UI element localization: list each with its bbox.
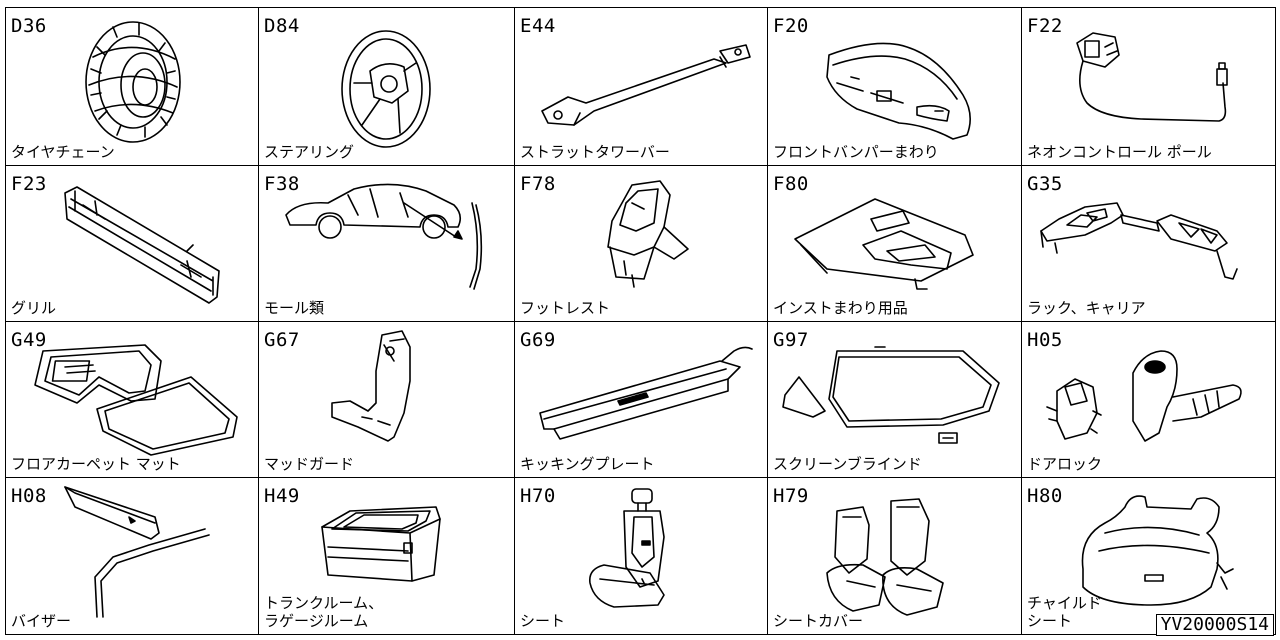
part-cell-h70[interactable]: H70 シート	[514, 477, 767, 634]
grid-h-line	[5, 634, 1276, 635]
seat-icon	[514, 477, 767, 632]
part-code: G35	[1027, 173, 1063, 195]
grid-h-line	[5, 7, 1276, 8]
front-bumper-icon	[767, 7, 1020, 162]
visor-icon	[5, 477, 258, 632]
part-cell-f78[interactable]: F78 フットレスト	[514, 165, 767, 321]
part-code: H49	[264, 485, 300, 507]
part-name: ラック、キャリア	[1027, 299, 1146, 317]
part-cell-g49[interactable]: G49 フロアカーペット マット	[5, 321, 258, 477]
child-seat-icon	[1021, 477, 1274, 632]
part-code: G67	[264, 329, 300, 351]
part-code: F20	[773, 15, 809, 37]
part-cell-g67[interactable]: G67 マッドガード	[258, 321, 514, 477]
part-code: H70	[520, 485, 556, 507]
part-name: スクリーンブラインド	[773, 455, 922, 473]
part-name: キッキングプレート	[520, 455, 655, 473]
part-code: H79	[773, 485, 809, 507]
diagram-id-label: YV20000S14	[1155, 614, 1274, 636]
part-cell-f22[interactable]: F22 ネオンコントロール ポール	[1021, 7, 1275, 165]
grid-v-line	[258, 7, 259, 635]
door-lock-icon	[1021, 321, 1274, 476]
part-name: チャイルド シート	[1027, 594, 1102, 630]
part-code: F38	[264, 173, 300, 195]
roof-rack-icon	[1021, 165, 1274, 320]
part-code: F80	[773, 173, 809, 195]
part-code: H80	[1027, 485, 1063, 507]
part-cell-f20[interactable]: F20 フロントバンパーまわり	[767, 7, 1021, 165]
grid-v-line	[514, 7, 515, 635]
part-name: バイザー	[11, 612, 72, 630]
part-name: インストまわり用品	[773, 299, 908, 317]
part-cell-h08[interactable]: H08 バイザー	[5, 477, 258, 634]
part-code: G97	[773, 329, 809, 351]
footrest-icon	[514, 165, 767, 320]
mud-guard-icon	[258, 321, 511, 476]
part-cell-g35[interactable]: G35 ラック、キャリア	[1021, 165, 1275, 321]
grid-v-line	[1021, 7, 1022, 635]
grid-h-line	[5, 477, 1276, 478]
grid-v-line	[1275, 7, 1276, 635]
steering-wheel-icon	[258, 7, 511, 162]
part-cell-g97[interactable]: G97 スクリーンブラインド	[767, 321, 1021, 477]
part-name: ステアリング	[264, 143, 355, 161]
part-name: タイヤチェーン	[11, 143, 115, 161]
part-name: フロアカーペット マット	[11, 455, 181, 473]
part-cell-f38[interactable]: F38 モール類	[258, 165, 514, 321]
part-name: シート	[520, 612, 566, 630]
part-code: F78	[520, 173, 556, 195]
trunk-tray-icon	[258, 477, 511, 632]
seat-cover-icon	[767, 477, 1020, 632]
part-cell-h79[interactable]: H79 シートカバー	[767, 477, 1021, 634]
part-name: シートカバー	[773, 612, 864, 630]
part-cell-h05[interactable]: H05 ドアロック	[1021, 321, 1275, 477]
tire-chain-icon	[5, 7, 258, 162]
part-cell-f23[interactable]: F23 グリル	[5, 165, 258, 321]
part-code: D84	[264, 15, 300, 37]
part-code: G69	[520, 329, 556, 351]
part-cell-e44[interactable]: E44 ストラットタワーバー	[514, 7, 767, 165]
part-name: ドアロック	[1027, 455, 1103, 473]
kicking-plate-icon	[514, 321, 767, 476]
neon-control-pole-icon	[1021, 7, 1274, 162]
strut-tower-bar-icon	[514, 7, 767, 162]
part-code: H05	[1027, 329, 1063, 351]
part-name: ストラットタワーバー	[520, 143, 670, 161]
part-cell-f80[interactable]: F80 インストまわり用品	[767, 165, 1021, 321]
part-code: D36	[11, 15, 47, 37]
part-cell-h80[interactable]: H80 チャイルド シート	[1021, 477, 1275, 634]
part-name: ネオンコントロール ポール	[1027, 143, 1212, 161]
screen-blind-icon	[767, 321, 1020, 476]
part-name: モール類	[264, 299, 325, 317]
part-code: F22	[1027, 15, 1063, 37]
part-code: H08	[11, 485, 47, 507]
instrument-panel-icon	[767, 165, 1020, 320]
part-cell-g69[interactable]: G69 キッキングプレート	[514, 321, 767, 477]
part-code: E44	[520, 15, 556, 37]
part-name: フロントバンパーまわり	[773, 143, 939, 161]
grid-h-line	[5, 165, 1276, 166]
grille-icon	[5, 165, 258, 320]
part-name: トランクルーム、 ラゲージルーム	[264, 594, 384, 630]
molding-icon	[258, 165, 511, 320]
part-name: グリル	[11, 299, 57, 317]
floor-mat-icon	[5, 321, 258, 476]
grid-v-line	[767, 7, 768, 635]
part-cell-d36[interactable]: D36 タイヤチェーン	[5, 7, 258, 165]
grid-h-line	[5, 321, 1276, 322]
part-code: F23	[11, 173, 47, 195]
grid-v-line	[5, 7, 6, 635]
part-name: マッドガード	[264, 455, 355, 473]
part-code: G49	[11, 329, 47, 351]
part-cell-h49[interactable]: H49 トランクルーム、 ラゲージルーム	[258, 477, 514, 634]
part-name: フットレスト	[520, 299, 611, 317]
part-cell-d84[interactable]: D84 ステアリング	[258, 7, 514, 165]
